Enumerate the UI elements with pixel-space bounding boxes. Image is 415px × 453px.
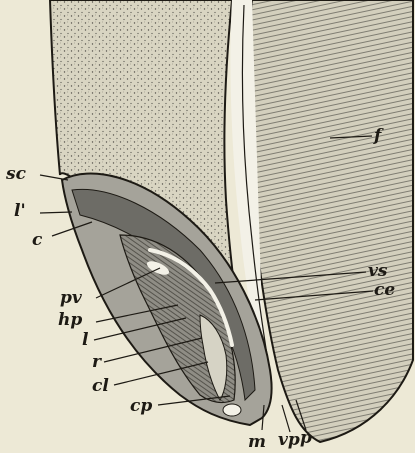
husk-region [247, 0, 413, 442]
label-l: l [82, 332, 88, 349]
radicle-tip [223, 404, 241, 416]
label-vs: vs [368, 263, 387, 280]
label-pv: pv [60, 290, 82, 307]
label-hp: hp [58, 312, 82, 329]
label-cp: cp [130, 398, 152, 415]
label-r: r [92, 354, 101, 371]
label-ce: ce [374, 282, 395, 299]
label-f: f [374, 128, 381, 145]
label-vp: vp [278, 432, 300, 449]
label-sc: sc [6, 166, 26, 183]
label-l-prime: l' [14, 203, 26, 220]
label-p: p [300, 430, 312, 447]
label-c: c [32, 232, 42, 249]
label-cl: cl [92, 378, 109, 395]
label-m: m [248, 434, 266, 451]
